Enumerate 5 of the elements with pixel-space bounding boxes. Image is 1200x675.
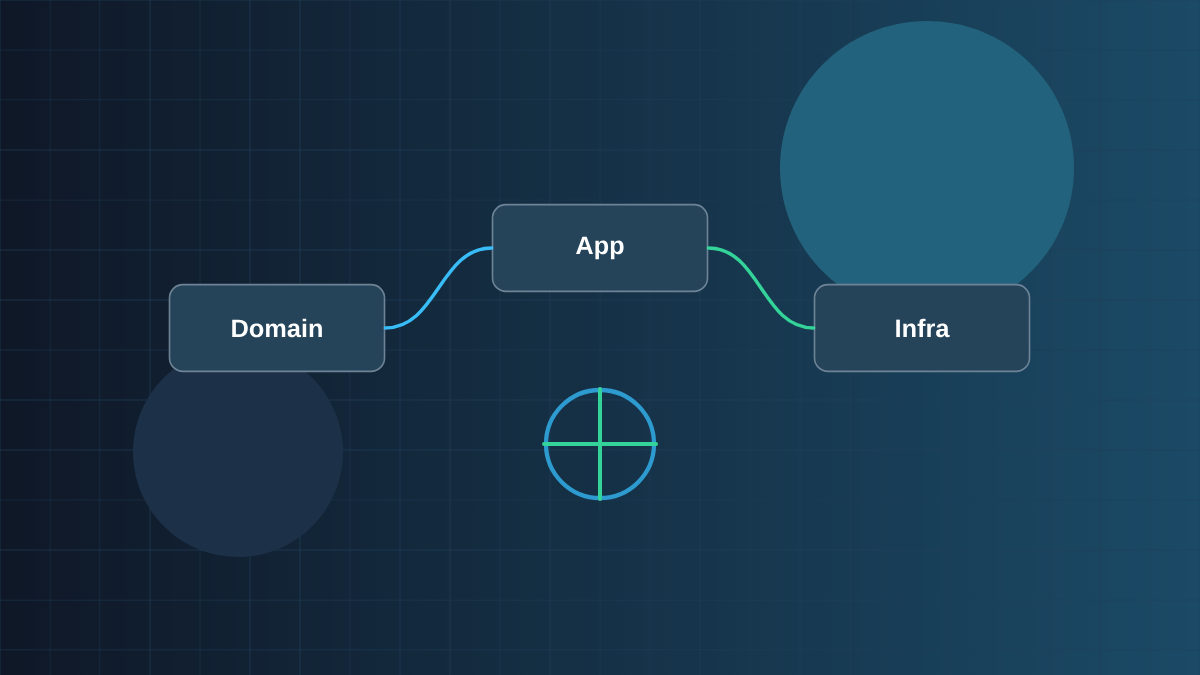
process-box: Domain (168, 283, 386, 373)
process-box: App (491, 203, 709, 293)
connector (706, 246, 816, 330)
connector (383, 246, 494, 330)
process-box: Infra (813, 283, 1031, 373)
